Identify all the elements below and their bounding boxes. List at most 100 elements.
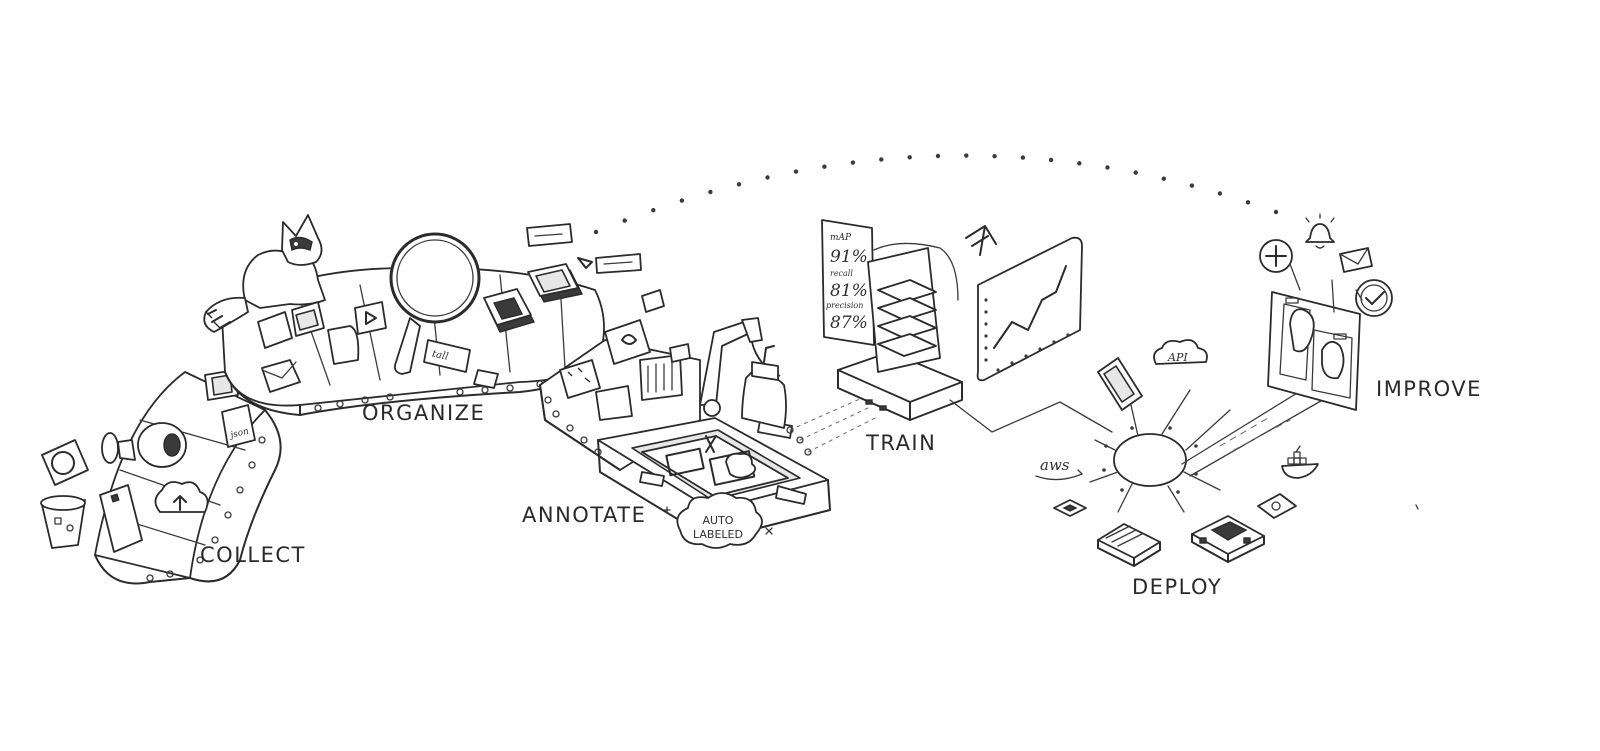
raccoon-icon: [203, 214, 326, 333]
chart-tick: [1024, 354, 1028, 358]
belt-rivet: [166, 570, 174, 578]
arc-dot: [651, 208, 656, 213]
jetson-board-icon: [1191, 515, 1265, 563]
api-cloud-icon: API: [1153, 339, 1208, 365]
server-hub-icon: [1089, 389, 1231, 513]
arc-dot: [1161, 176, 1167, 181]
auto-labeled-line1: AUTO: [703, 514, 734, 527]
chart-tick: [984, 298, 988, 302]
arc-dot: [622, 218, 627, 223]
feedback-loop-arc: [593, 153, 1279, 235]
edge-device-icon: [1097, 523, 1161, 567]
hub-port-dot: [1176, 490, 1180, 494]
feedback-screen: [1267, 291, 1361, 411]
chart-tick: [1038, 347, 1042, 351]
hub-port-dot: [1102, 468, 1106, 472]
arc-dot: [935, 153, 941, 159]
arc-dot: [708, 189, 713, 195]
hub-port-dot: [1168, 426, 1172, 430]
arc-dot: [992, 154, 997, 159]
plus-icon: [1259, 239, 1293, 273]
arc-dot: [1189, 183, 1195, 188]
arc-dot: [1077, 161, 1082, 166]
chart-tick: [996, 368, 1000, 372]
belt-rivet: [314, 404, 322, 412]
metric-map-label: mAP: [830, 233, 852, 243]
device-chip-icon: [1257, 493, 1297, 519]
cloud-upload-icon: [154, 481, 209, 513]
arc-dot: [1105, 165, 1110, 170]
hub-port-dot: [1120, 488, 1124, 492]
roboflow-logo-icon: [41, 439, 89, 486]
belt-rivet: [506, 384, 514, 392]
arc-dot: [1245, 200, 1251, 205]
aws-label: aws: [1040, 456, 1070, 474]
arc-dot: [765, 175, 770, 180]
train-to-deploy-line: [949, 399, 1113, 433]
belt-rivet: [224, 511, 232, 519]
mail-icon: [1339, 247, 1373, 273]
model-layers-icon: [877, 279, 937, 357]
json-file-icon: json: [221, 404, 256, 448]
tag-tall-label: tall: [431, 349, 449, 363]
metric-precision-label: precision: [826, 301, 863, 310]
chart-tick: [984, 322, 988, 326]
stage-label-train: TRAIN: [865, 431, 936, 455]
stage-label-improve: IMPROVE: [1376, 377, 1482, 401]
chart-tick: [1010, 361, 1014, 365]
chart-tick: [984, 310, 988, 314]
camera-icon: [101, 422, 187, 468]
hub-port-dot: [1130, 426, 1134, 430]
belt-rivet: [566, 424, 574, 432]
train-station: mAP 91% recall 81% precision 87%: [821, 219, 1083, 421]
belt-rivet: [386, 393, 394, 401]
belt-rivet: [481, 386, 489, 394]
arc-dot: [822, 164, 827, 169]
metric-precision-value: 87%: [830, 313, 868, 333]
arc-dot: [964, 153, 969, 158]
belt-rivet: [580, 436, 588, 444]
arc-dot: [879, 157, 884, 162]
metrics-card: mAP 91% recall 81% precision 87%: [821, 219, 875, 346]
stage-label-annotate: ANNOTATE: [522, 503, 646, 527]
hub-port-dot: [1104, 444, 1108, 448]
arc-dot: [1020, 155, 1026, 160]
arc-dot: [593, 229, 599, 235]
sparkle: [1415, 504, 1419, 510]
bell-icon: [1305, 213, 1335, 249]
belt-rivet: [544, 396, 552, 404]
hub-port-dot: [1194, 444, 1198, 448]
arc-dot: [679, 198, 685, 203]
data-flow-lines: [786, 397, 876, 456]
phone-device-icon: [1097, 357, 1143, 411]
chart-tick: [1066, 333, 1070, 337]
phone-icon: [99, 484, 143, 553]
metric-map-value: 91%: [830, 247, 868, 267]
api-label: API: [1167, 351, 1188, 364]
belt-rivet: [196, 556, 204, 564]
arc-dot: [1273, 209, 1279, 215]
arc-dot: [1217, 191, 1223, 196]
stage-label-collect: COLLECT: [200, 543, 306, 567]
arc-dot: [850, 160, 856, 165]
belt-rivet: [258, 436, 266, 444]
metric-recall-value: 81%: [830, 281, 868, 301]
stage-label-deploy: DEPLOY: [1132, 575, 1222, 599]
chip-icon: [1053, 499, 1087, 517]
chart-tick: [1052, 340, 1056, 344]
auto-labeled-badge: AUTO LABELED: [663, 492, 773, 549]
chart-tick: [984, 334, 988, 338]
bucket-icon: [40, 495, 86, 549]
stage-label-organize: ORGANIZE: [362, 401, 485, 425]
chart-tick: [984, 346, 988, 350]
aws-logo: aws: [1035, 456, 1083, 481]
belt-rivet: [552, 410, 560, 418]
organize-items: tall: [257, 223, 642, 393]
belt-rivet: [211, 536, 219, 544]
belt-rivet: [236, 486, 244, 494]
metric-recall-label: recall: [830, 269, 853, 278]
chart-icon: [976, 236, 1083, 382]
robot-arm-icon: [699, 317, 787, 429]
belt-rivet: [361, 396, 369, 404]
